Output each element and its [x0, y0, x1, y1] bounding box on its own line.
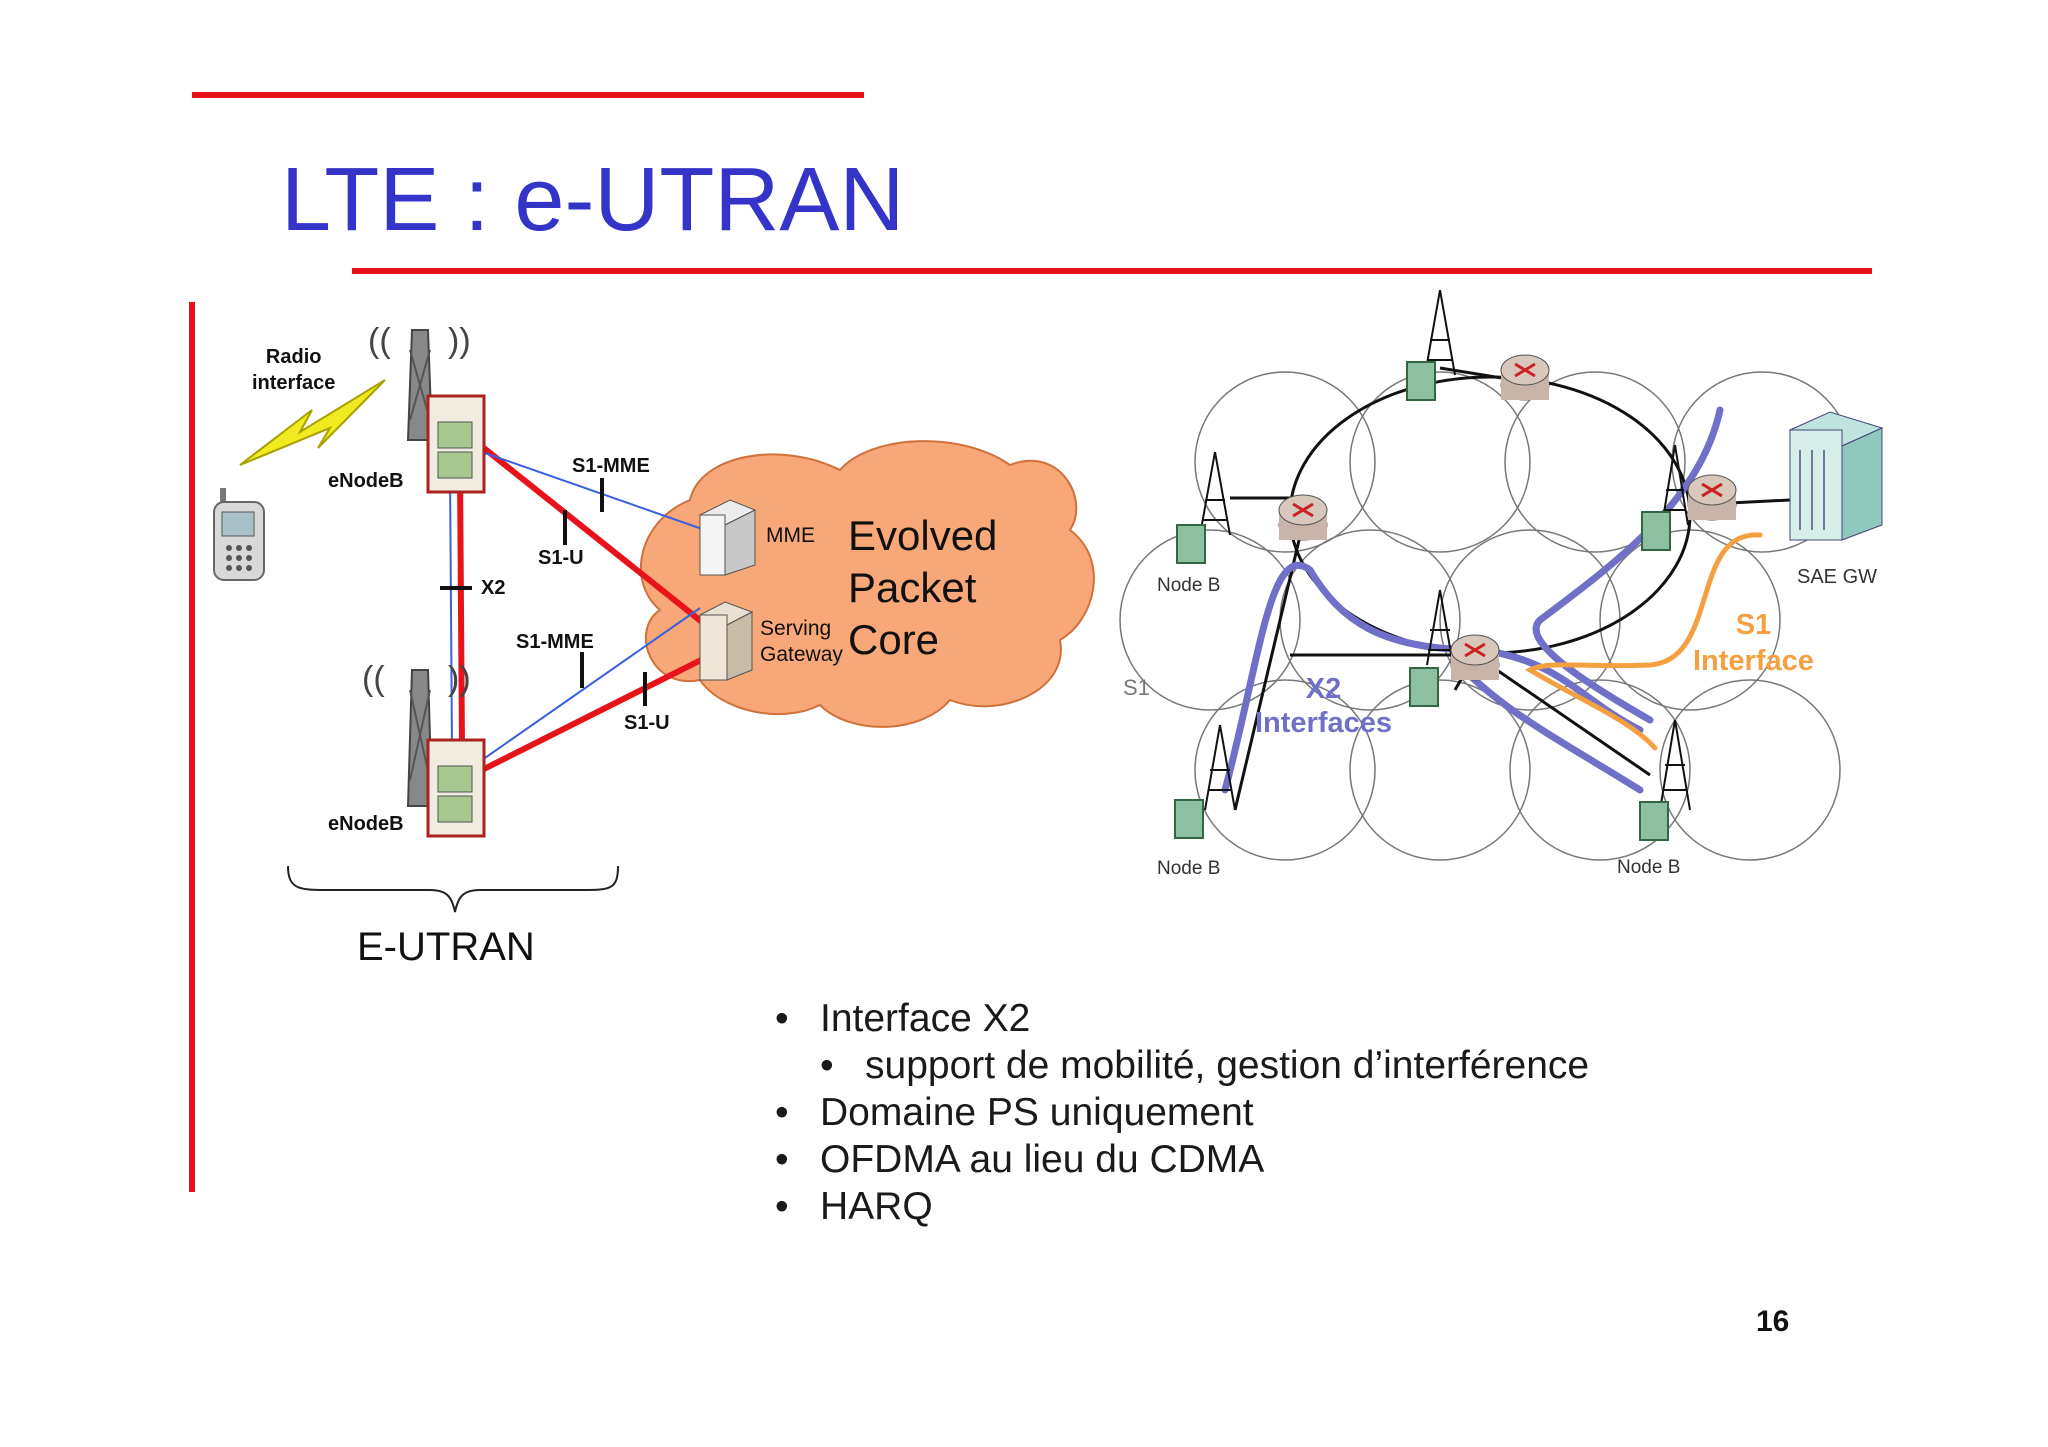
left-vertical-rule	[189, 302, 195, 1192]
radio-lightning-icon	[239, 379, 386, 466]
bullet-item: • Interface X2	[775, 995, 1589, 1042]
serving-gateway-icon	[698, 601, 754, 681]
top-rule	[192, 92, 864, 98]
s1-interface-paths	[1524, 532, 1763, 751]
serving-gateway-line1: Serving	[760, 617, 832, 640]
bullet-dot: •	[775, 997, 789, 1040]
x2-link-blue	[449, 469, 453, 751]
s1-mme-bottom-link	[481, 607, 701, 761]
bullet-text: HARQ	[820, 1185, 933, 1228]
title-underline	[352, 268, 1872, 274]
nodeb-box-icons	[1174, 361, 1671, 841]
bullet-subitem: • support de mobilité, gestion d’interfér…	[775, 1042, 1589, 1089]
serving-gateway-label: Serving Gateway	[760, 616, 843, 668]
epc-line1: Evolved	[848, 512, 998, 559]
sae-gw-server-icon	[1788, 411, 1884, 541]
s1-interface-line2: Interface	[1693, 645, 1814, 677]
enodeb-bottom-label: eNodeB	[328, 813, 404, 835]
svg-text:((: ((	[362, 660, 385, 698]
page-number: 16	[1756, 1305, 1790, 1338]
enodeb-top-label: eNodeB	[328, 470, 404, 492]
s1-mme-top-label: S1-MME	[572, 455, 650, 477]
s1-u-top-link	[478, 442, 714, 633]
s1-u-bottom-label: S1-U	[624, 712, 670, 734]
epc-line3: Core	[848, 616, 940, 663]
tower-icons	[1199, 289, 1691, 811]
s1-mme-bottom-label: S1-MME	[516, 631, 594, 653]
nodeb-label-2: Node B	[1157, 858, 1221, 879]
s1-left-label: S1	[1123, 675, 1150, 700]
svg-text:)): ))	[448, 322, 471, 360]
mobile-phone-icon	[213, 488, 265, 581]
epc-line2: Packet	[848, 564, 977, 611]
bullet-list: •Interface X2 •support de mobilité, gest…	[775, 995, 1589, 1230]
s1-mme-top-link	[481, 451, 706, 531]
s1-u-top-label: S1-U	[538, 547, 584, 569]
bullet-text: support de mobilité, gestion d’interfére…	[865, 1044, 1590, 1087]
bullet-text: OFDMA au lieu du CDMA	[820, 1138, 1265, 1181]
x2-interfaces-label: X2 Interfaces	[1255, 672, 1392, 740]
s1-u-bottom-link	[480, 655, 707, 773]
nodeb-label-3: Node B	[1617, 857, 1681, 878]
enodeb-top: (( ))	[368, 322, 486, 494]
bullet-text: Domaine PS uniquement	[820, 1091, 1254, 1134]
page-title: LTE : e-UTRAN	[281, 150, 905, 250]
bullet-item: • Domaine PS uniquement	[775, 1089, 1589, 1136]
bullet-dot: •	[820, 1044, 834, 1087]
bullet-text: Interface X2	[820, 997, 1031, 1040]
x2-interfaces-line1: X2	[1305, 673, 1342, 705]
bullet-item: • HARQ	[775, 1183, 1589, 1230]
x2-link-red	[457, 469, 465, 751]
s1-interface-label: S1 Interface	[1693, 607, 1814, 679]
mme-server-icon	[698, 499, 757, 576]
x2-label: X2	[481, 577, 506, 599]
svg-text:)): ))	[448, 660, 471, 698]
bullet-dot: •	[775, 1185, 789, 1228]
epc-label: Evolved Packet Core	[848, 510, 997, 666]
radio-interface-label: Radio interface	[252, 344, 335, 396]
bullet-dot: •	[775, 1091, 789, 1134]
svg-text:((: ((	[368, 322, 391, 360]
radio-label-line2: interface	[252, 372, 336, 394]
enodeb-bottom: (( ))	[362, 660, 486, 838]
s1-interface-line1: S1	[1735, 609, 1772, 641]
eutran-label: E-UTRAN	[357, 925, 535, 969]
eutran-brace	[287, 865, 619, 913]
sae-gw-label: SAE GW	[1797, 566, 1878, 588]
x2-interfaces-line2: Interfaces	[1255, 707, 1393, 739]
serving-gateway-line2: Gateway	[760, 643, 843, 666]
radio-label-line1: Radio	[265, 346, 322, 368]
nodeb-label-1: Node B	[1157, 575, 1221, 596]
mme-label: MME	[766, 524, 815, 547]
backbone-ring	[1288, 375, 1692, 655]
cell-circles	[1119, 371, 1853, 861]
bullet-dot: •	[775, 1138, 789, 1181]
bullet-item: • OFDMA au lieu du CDMA	[775, 1136, 1589, 1183]
router-icons	[1278, 354, 1737, 681]
